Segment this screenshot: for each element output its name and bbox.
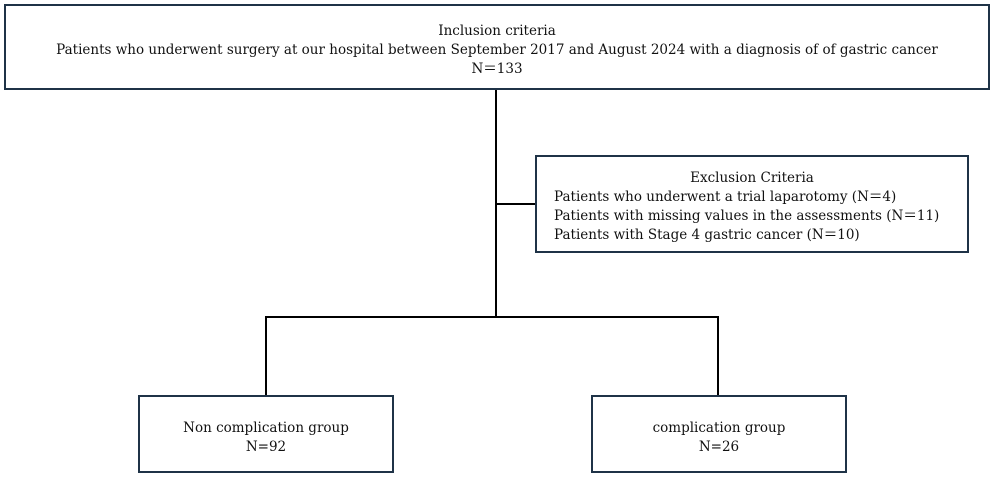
exclusion-item-missing-values: Patients with missing values in the asse… bbox=[554, 208, 940, 224]
complication-group-count: N=26 bbox=[698, 439, 740, 455]
exclusion-criteria-box: Exclusion Criteria Patients who underwen… bbox=[535, 155, 969, 253]
exclusion-title: Exclusion Criteria bbox=[690, 170, 814, 186]
inclusion-description: Patients who underwent surgery at our ho… bbox=[56, 42, 938, 58]
non-complication-group-count: N=92 bbox=[245, 439, 287, 455]
inclusion-title: Inclusion criteria bbox=[438, 23, 556, 39]
exclusion-branch-connector bbox=[495, 203, 535, 205]
split-horizontal-connector bbox=[265, 316, 719, 318]
exclusion-item-stage4: Patients with Stage 4 gastric cancer (N＝… bbox=[554, 227, 860, 243]
noncomplication-drop-connector bbox=[265, 316, 267, 395]
complication-group-label: complication group bbox=[652, 420, 786, 436]
complication-group-box: complication group N=26 bbox=[591, 395, 847, 473]
non-complication-group-label: Non complication group bbox=[183, 420, 349, 436]
exclusion-item-trial-laparotomy: Patients who underwent a trial laparotom… bbox=[554, 189, 897, 205]
inclusion-count: N＝133 bbox=[471, 61, 523, 77]
inclusion-criteria-box: Inclusion criteria Patients who underwen… bbox=[4, 4, 990, 90]
non-complication-group-box: Non complication group N=92 bbox=[138, 395, 394, 473]
complication-drop-connector bbox=[717, 316, 719, 395]
